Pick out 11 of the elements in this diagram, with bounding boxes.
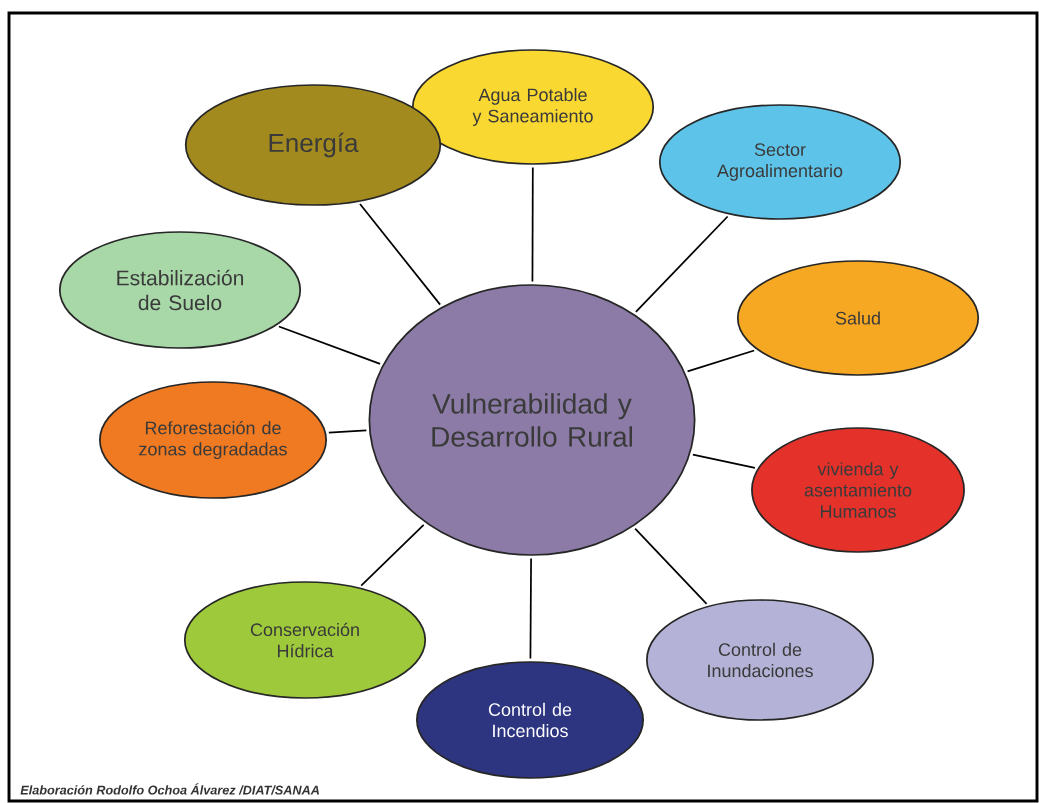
connector-line [278, 325, 381, 365]
connector-line [531, 166, 534, 283]
connector-line [686, 349, 756, 373]
connector-line [635, 215, 729, 313]
caption: Elaboración Rodolfo Ochoa Álvarez /DIAT/SANAA [20, 783, 319, 795]
connector-line [529, 557, 532, 660]
connector-line [692, 453, 756, 469]
connector-line [327, 429, 368, 434]
connector-line [360, 524, 425, 587]
connector-line [359, 203, 441, 306]
connector-line [634, 527, 708, 605]
